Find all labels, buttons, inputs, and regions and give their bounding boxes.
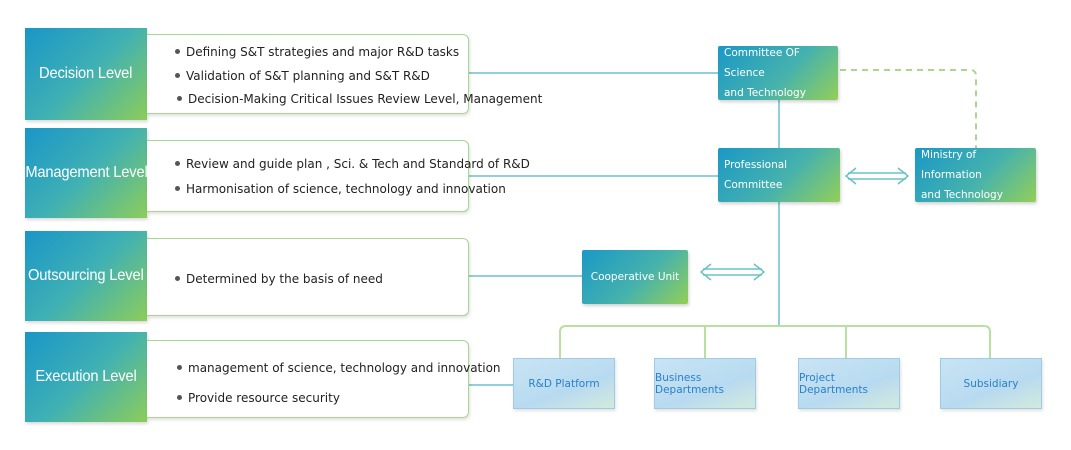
desc-outsourcing: Determined by the basis of need <box>147 238 469 316</box>
node-committee-line2: and Technology <box>724 87 806 99</box>
unit-rd-platform: R&D Platform <box>513 358 615 409</box>
bullet-dot-icon <box>177 365 182 370</box>
level-outsourcing-label: Outsourcing Level <box>28 267 144 284</box>
bullet-dot-icon <box>175 161 180 166</box>
bullet-dot-icon <box>175 73 180 78</box>
bullet-item: Validation of S&T planning and S&T R&D <box>175 69 430 83</box>
bullet-item: Decision-Making Critical Issues Review L… <box>177 92 542 106</box>
node-professional: Professional Committee <box>718 148 840 202</box>
bullet-dot-icon <box>175 276 180 281</box>
bullet-item: Defining S&T strategies and major R&D ta… <box>175 45 459 59</box>
bullet-item: management of science, technology and in… <box>177 361 501 375</box>
node-professional-label: Professional Committee <box>724 159 788 191</box>
level-decision-label: Decision Level <box>39 65 133 82</box>
desc-decision: Defining S&T strategies and major R&D ta… <box>147 34 542 114</box>
desc-management: Review and guide plan , Sci. & Tech and … <box>147 140 530 212</box>
line-dashed-ministry <box>840 69 977 148</box>
bullet-item: Provide resource security <box>177 391 340 405</box>
node-committee: Committee OF Science and Technology <box>718 46 838 100</box>
level-execution: Execution Level <box>25 332 147 422</box>
bullet-item: Review and guide plan , Sci. & Tech and … <box>175 157 530 171</box>
node-ministry-line2: and Technology <box>921 189 1003 201</box>
node-cooperative-label: Cooperative Unit <box>590 271 680 283</box>
node-ministry-line1: Ministry of Information <box>921 149 982 181</box>
unit-subsidiary: Subsidiary <box>940 358 1042 409</box>
bullet-dot-icon <box>177 395 182 400</box>
node-committee-line1: Committee OF Science <box>724 47 800 79</box>
desc-execution: management of science, technology and in… <box>147 340 501 418</box>
node-ministry: Ministry of Information and Technology <box>915 148 1036 202</box>
bullet-dot-icon <box>175 49 180 54</box>
level-management: Management Level <box>25 128 147 218</box>
bullet-item: Harmonisation of science, technology and… <box>175 182 506 196</box>
bullet-dot-icon <box>177 96 182 101</box>
level-execution-label: Execution Level <box>35 368 137 385</box>
double-arrow-professional-ministry <box>844 167 910 185</box>
bullet-item: Determined by the basis of need <box>175 272 383 286</box>
node-cooperative: Cooperative Unit <box>582 250 688 304</box>
double-arrow-cooperative <box>699 263 766 281</box>
line-bus <box>559 325 991 358</box>
unit-project-departments: Project Departments <box>798 358 900 409</box>
level-management-label: Management Level <box>24 164 148 181</box>
level-outsourcing: Outsourcing Level <box>25 231 147 321</box>
bullet-dot-icon <box>175 186 180 191</box>
level-decision: Decision Level <box>25 28 147 120</box>
unit-business-departments: Business Departments <box>654 358 756 409</box>
